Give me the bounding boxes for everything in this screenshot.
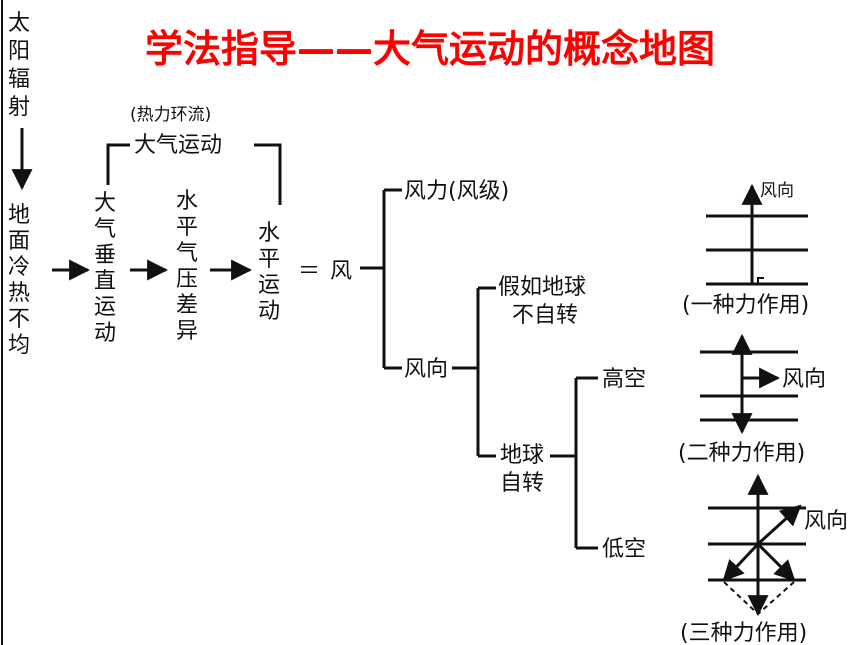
- coriolis-arrow-3: [756, 542, 796, 582]
- parallelogram-dashes: [723, 581, 795, 616]
- one-force-diagram: 风向 (一种力作用): [682, 181, 809, 318]
- wind-dir-label-2: 风向: [782, 367, 826, 392]
- solar-radiation-node: 太阳辐射: [8, 11, 30, 120]
- horizontal-motion-node: 水平运动: [258, 221, 280, 324]
- atmos-motion-label: 大气运动: [134, 133, 222, 158]
- high-altitude-label: 高空: [602, 367, 646, 392]
- wind-force-label: 风力(风级): [404, 179, 509, 204]
- thermal-circulation-label: (热力环流): [130, 105, 211, 125]
- one-force-caption: (一种力作用): [682, 293, 809, 318]
- friction-arrow-3: [722, 542, 760, 582]
- right-angle-mark: [757, 277, 764, 284]
- no-rotation-line1: 假如地球: [498, 275, 586, 300]
- wind-label: 风: [330, 259, 352, 284]
- two-force-caption: (二种力作用): [678, 441, 805, 466]
- uneven-heating-node: 地面冷热不均: [8, 203, 30, 358]
- page-title: 学法指导——大气运动的概念地图: [144, 27, 715, 71]
- wind-arrow-3: [756, 504, 802, 546]
- solar-radiation-label: 太阳辐射: [8, 11, 30, 120]
- low-altitude-label: 低空: [602, 537, 646, 562]
- horizontal-motion-label: 水平运动: [258, 221, 280, 324]
- rotation-line1: 地球: [500, 443, 544, 468]
- bracket-right: [254, 143, 282, 205]
- bracket-left: [106, 143, 130, 185]
- vertical-motion-node: 大气垂直运动: [94, 191, 116, 346]
- pressure-diff-node: 水平气压差异: [176, 189, 198, 344]
- three-force-caption: (三种力作用): [680, 621, 807, 645]
- rotation-line2: 自转: [500, 471, 544, 496]
- two-force-diagram: 风向 (二种力作用): [678, 333, 826, 466]
- no-rotation-line2: 不自转: [512, 303, 578, 328]
- three-force-diagram: 风向 (三种力作用): [680, 473, 848, 645]
- uneven-heating-label: 地面冷热不均: [8, 203, 30, 358]
- wind-dir-label-3: 风向: [804, 509, 848, 534]
- equals-sign: ＝: [298, 259, 320, 284]
- wind-dir-label-1: 风向: [760, 181, 794, 201]
- pressure-diff-label: 水平气压差异: [176, 189, 198, 344]
- vertical-motion-label: 大气垂直运动: [94, 191, 116, 346]
- wind-direction-label: 风向: [404, 357, 448, 382]
